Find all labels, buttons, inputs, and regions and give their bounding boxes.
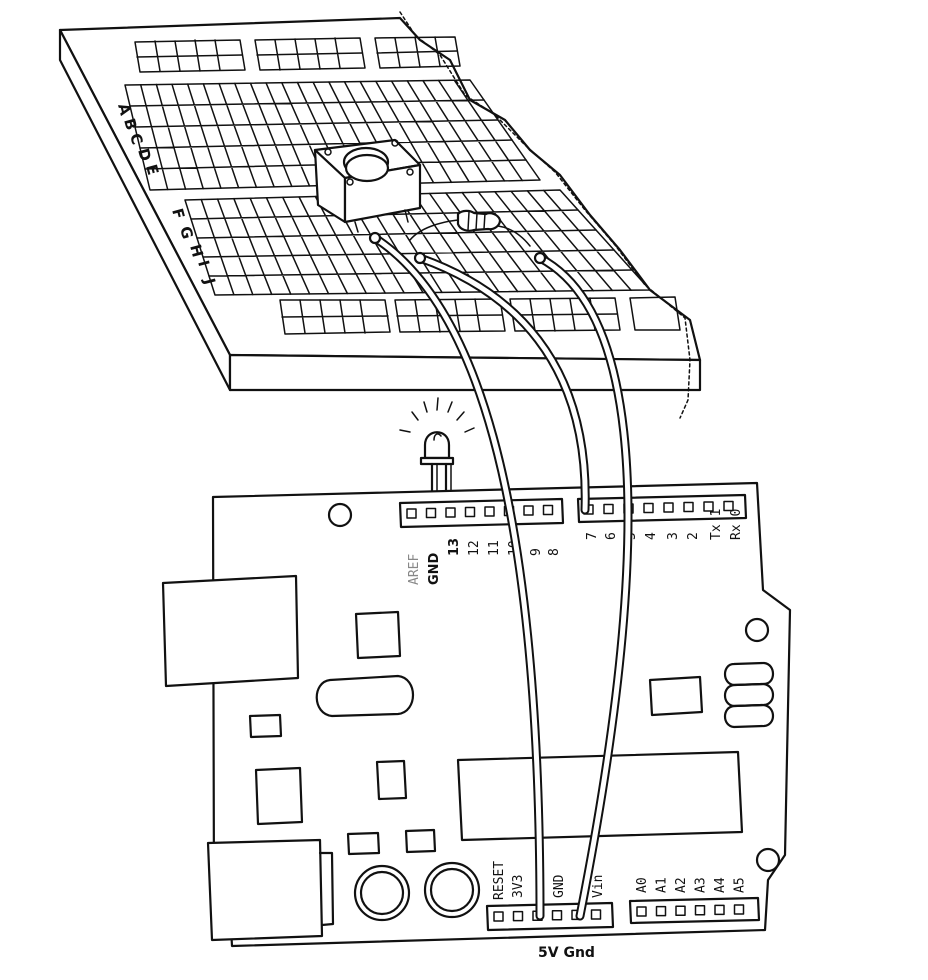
- analog-pin-label: A0: [635, 877, 650, 893]
- jumper-wires: [368, 231, 633, 921]
- header-pin: [603, 503, 614, 515]
- power-pin-label: 3V3: [511, 875, 526, 898]
- analog-header: [628, 896, 761, 925]
- header-pin: [703, 501, 714, 512]
- row-label-e: E: [142, 162, 162, 177]
- terminal-strip-a-e: [124, 79, 541, 191]
- power-pin-label: Vin: [591, 875, 606, 898]
- header-pin: [636, 906, 647, 917]
- resistor: [409, 209, 531, 247]
- row-label-b: B: [120, 116, 140, 132]
- header-pin: [445, 507, 456, 518]
- header-pin: [542, 504, 554, 516]
- wire-button-to-5v: [370, 233, 545, 921]
- bottom-power-label: 5V Gnd: [538, 945, 595, 961]
- row-label-f: F: [168, 206, 188, 221]
- usb-port: [161, 574, 300, 688]
- digital-pin-label: 11: [487, 540, 502, 556]
- digital-pin-label: GND: [427, 552, 442, 585]
- digital-pin-label: 13: [447, 538, 462, 556]
- led: [399, 397, 475, 516]
- header-pin: [406, 508, 417, 519]
- digital-pin-label: 7: [585, 532, 600, 540]
- row-label-c: C: [126, 131, 146, 146]
- header-pin: [694, 905, 706, 916]
- analog-pin-label: A1: [655, 877, 670, 893]
- digital-pin-label: 3: [666, 532, 681, 540]
- header-pin: [523, 505, 534, 516]
- header-pin: [464, 506, 476, 518]
- row-label-i: I: [194, 258, 213, 268]
- row-label-g: G: [176, 224, 197, 241]
- header-pin: [675, 905, 686, 916]
- terminal-strip-f-j: [184, 189, 651, 296]
- row-label-d: D: [134, 146, 155, 163]
- bottom-power-rail: [279, 296, 681, 335]
- power-pin-label: RESET: [492, 861, 507, 900]
- digital-pin-label: Tx 1: [709, 509, 724, 540]
- analog-pin-label: A3: [694, 877, 709, 893]
- header-pin: [425, 507, 437, 519]
- row-label-h: H: [186, 242, 207, 259]
- row-label-a: A: [114, 101, 134, 117]
- header-pin: [655, 905, 667, 917]
- digital-pin-label: 4: [644, 532, 659, 540]
- digital-pin-label: 2: [686, 532, 701, 540]
- wire-resistor-to-vin: [535, 253, 633, 921]
- header-pin: [723, 500, 734, 512]
- digital-pin-label: AREF: [407, 554, 422, 585]
- header-pin: [551, 910, 563, 921]
- power-header: [485, 901, 615, 932]
- header-pin: [663, 502, 674, 513]
- digital-pin-label: 12: [467, 540, 482, 556]
- digital-pin-label: 6: [604, 532, 619, 540]
- digital-header: [398, 493, 748, 529]
- header-pin: [733, 904, 745, 915]
- push-button: [313, 138, 422, 233]
- power-jack: [206, 838, 324, 942]
- header-pin: [590, 909, 602, 920]
- digital-pin-label: 8: [547, 548, 562, 556]
- top-power-rail: [134, 36, 461, 73]
- header-pin: [493, 911, 504, 922]
- header-pin: [512, 910, 524, 922]
- analog-pin-label: A4: [713, 877, 728, 893]
- digital-pin-label: Rx 0: [729, 509, 744, 540]
- header-pin: [484, 506, 495, 517]
- digital-pin-label: 9: [529, 548, 544, 556]
- header-pin: [714, 904, 725, 916]
- header-pin: [683, 501, 694, 513]
- wire-button-to-pin-7: [415, 253, 590, 515]
- analog-pin-label: A5: [733, 877, 748, 893]
- header-pin: [643, 502, 654, 514]
- row-label-j: J: [200, 275, 219, 286]
- power-pin-label: GND: [552, 874, 567, 898]
- analog-pin-label: A2: [674, 877, 689, 893]
